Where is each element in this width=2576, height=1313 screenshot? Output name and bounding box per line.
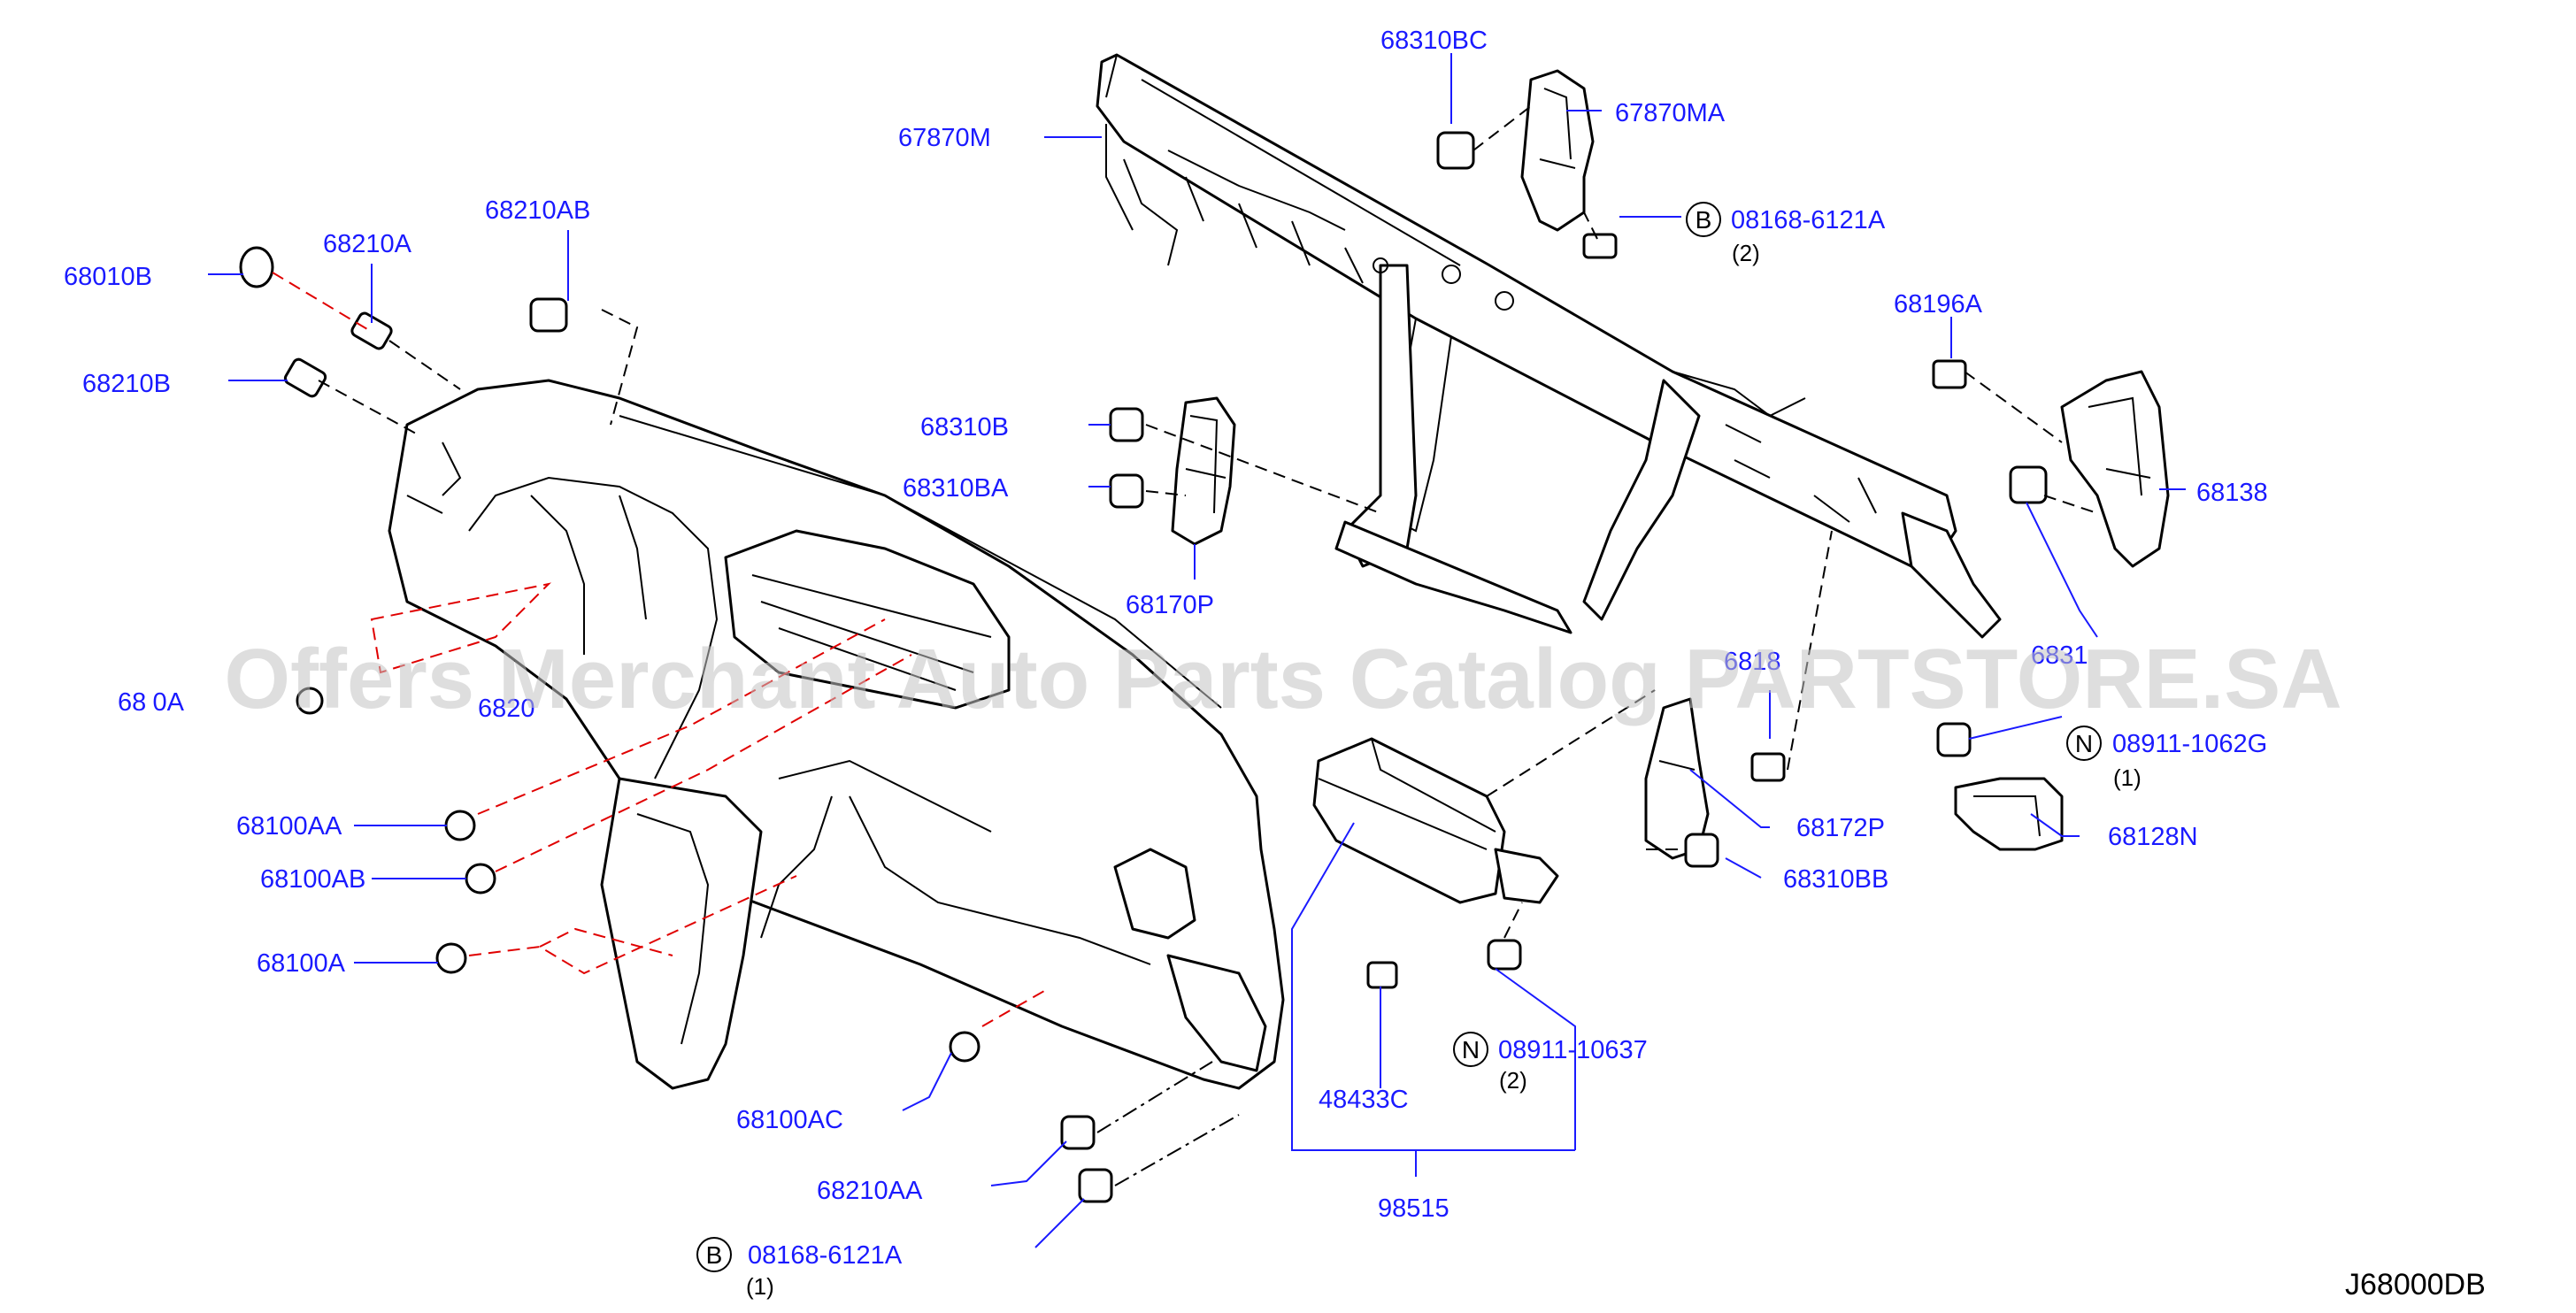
callout-label: 68010B <box>64 263 152 291</box>
callout-qty: (2) <box>1499 1067 1527 1094</box>
callout-label: 67870MA <box>1615 99 1726 127</box>
diagram-id: J68000DB <box>2345 1268 2486 1301</box>
steering-member-drawing <box>1096 53 2002 639</box>
callout-label-partial: 6818 <box>1724 648 1781 676</box>
callout-label: 68310B <box>920 413 1009 442</box>
circled-prefix: B <box>706 1241 723 1269</box>
bracket-68170p-drawing <box>1171 396 1236 546</box>
callout-label: 98515 <box>1378 1194 1449 1223</box>
callout-labels: 68310BC 67870M 67870MA B 08168-6121A (2)… <box>64 27 2268 1300</box>
leader-lines <box>208 53 2186 1248</box>
bracket-67870ma-drawing <box>1520 69 1595 232</box>
watermark-text: Offers Merchant Auto Parts Catalog PARTS… <box>224 632 2341 726</box>
callout-label-partial: 68 0A <box>118 688 185 717</box>
callout-label: 68100AA <box>236 812 342 841</box>
callout-label: 68172P <box>1796 814 1885 842</box>
plug-68010b-drawing <box>239 246 274 288</box>
callout-label: 08911-10637 <box>1498 1036 1648 1064</box>
projection-lines <box>272 105 2098 1186</box>
callout-label: 68128N <box>2108 823 2198 851</box>
callout-label: 68310BB <box>1783 865 1888 894</box>
callout-label: 68170P <box>1126 591 1214 619</box>
fastener-drawings <box>239 131 2048 1203</box>
callout-label: 67870M <box>898 124 991 152</box>
callout-label: 08911-1062G <box>2112 730 2267 758</box>
callout-label: 68310BC <box>1380 27 1488 55</box>
callout-label: 68100AC <box>736 1106 843 1134</box>
callout-label: 48433C <box>1319 1086 1409 1114</box>
bracket-68138-drawing <box>2060 370 2170 568</box>
circled-callout: N 08911-1062G (1) <box>2066 726 2267 791</box>
callout-label: 68100AB <box>260 865 365 894</box>
circled-prefix: B <box>1696 206 1712 234</box>
callout-qty: (1) <box>746 1273 774 1300</box>
circled-prefix: N <box>2075 730 2093 757</box>
callout-label: 68210A <box>323 230 412 258</box>
circled-callout: B 08168-6121A (2) <box>1686 202 1886 266</box>
callout-label: 68210AB <box>485 196 590 225</box>
callout-label: 68100A <box>257 949 346 978</box>
bracket-68128n-drawing <box>1954 777 2064 851</box>
callout-label: 68138 <box>2196 479 2268 507</box>
callout-label: 68210AA <box>817 1177 923 1205</box>
instrument-panel-drawing <box>388 379 1285 1090</box>
airbag-module-drawing <box>1312 737 1559 904</box>
callout-label: 68310BA <box>903 474 1009 503</box>
callout-label: 68196A <box>1894 290 1983 319</box>
circled-prefix: N <box>1462 1036 1480 1063</box>
callout-label: 08168-6121A <box>748 1241 903 1270</box>
callout-qty: (1) <box>2113 764 2142 791</box>
callout-label: 08168-6121A <box>1731 206 1886 234</box>
circled-callout: N 08911-10637 (2) <box>1453 1032 1648 1094</box>
callout-label: 68210B <box>82 370 171 398</box>
callout-qty: (2) <box>1732 240 1760 266</box>
circled-callout: B 08168-6121A (1) <box>696 1237 903 1300</box>
callout-label-partial: 6831 <box>2031 641 2088 670</box>
callout-label-partial: 6820 <box>478 695 535 723</box>
